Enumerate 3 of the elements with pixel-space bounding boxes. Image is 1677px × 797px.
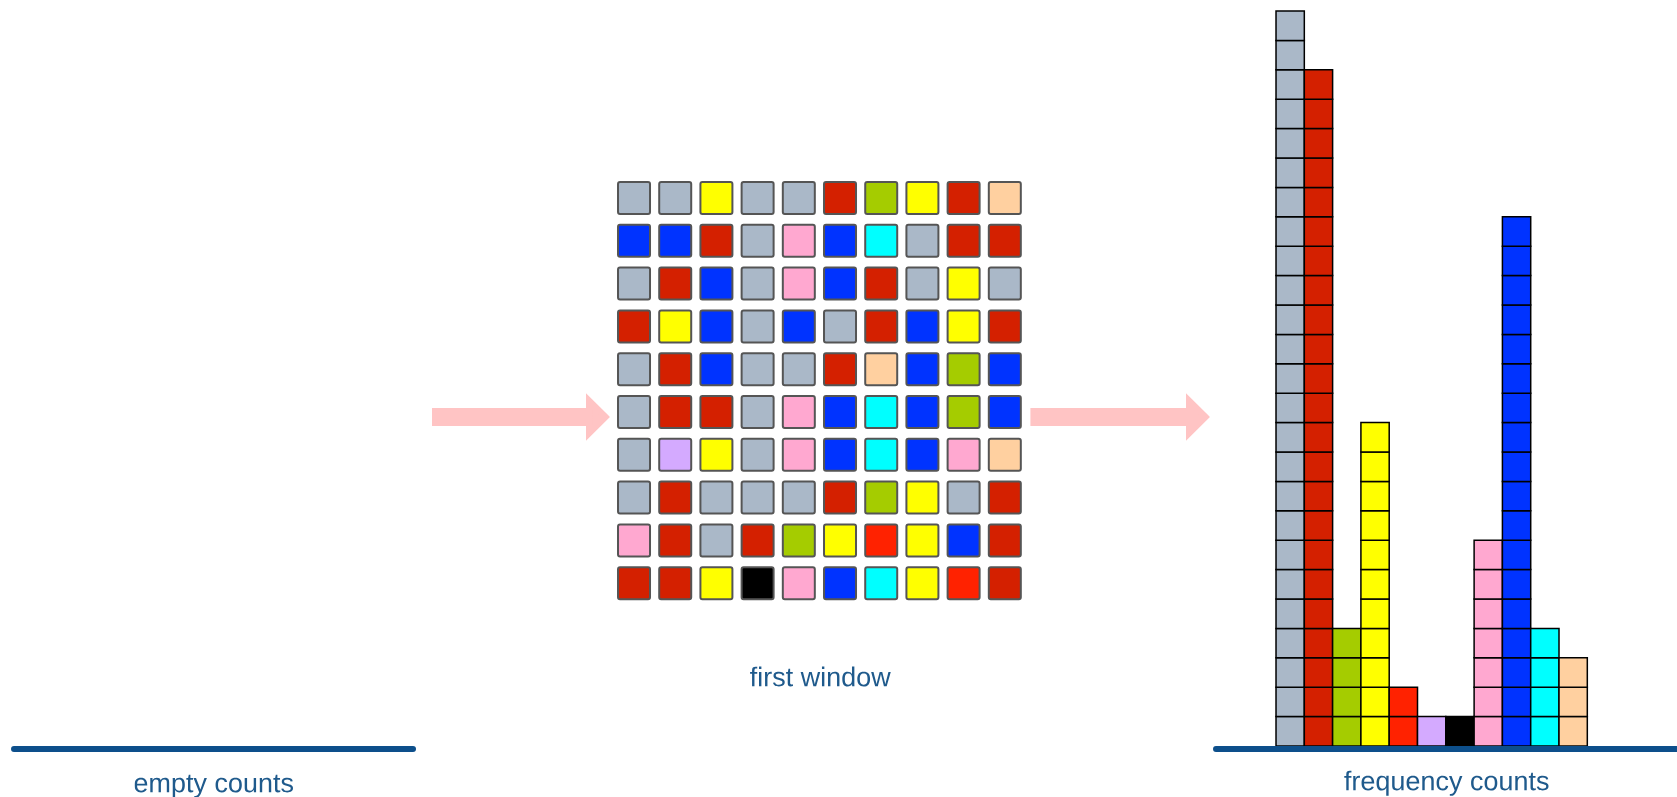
node-label: empty counts [134, 774, 293, 797]
node-label: first window [750, 666, 891, 687]
node-label: frequency counts [1344, 770, 1549, 796]
